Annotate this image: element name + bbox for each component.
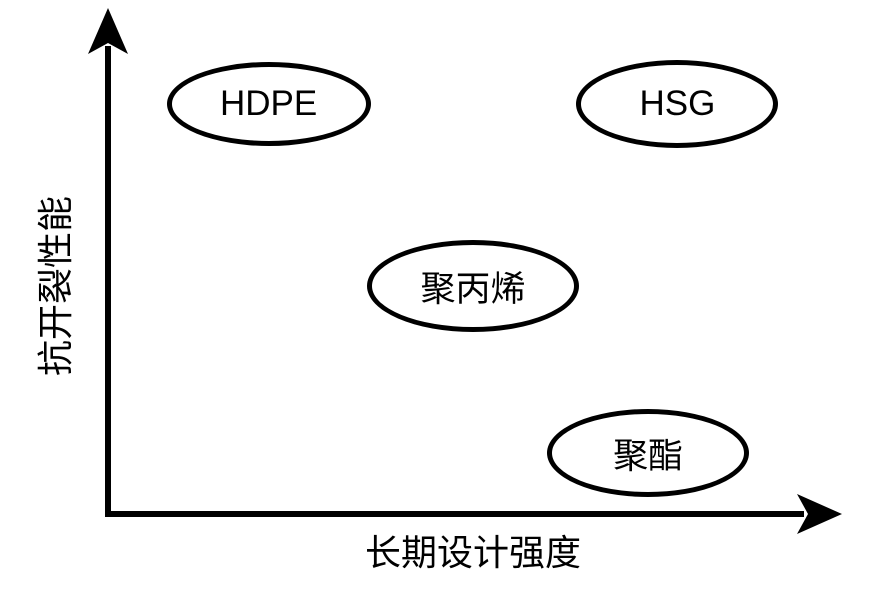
ellipse-label-polyester: 聚酯 xyxy=(613,436,684,476)
y-axis-label: 抗开裂性能 xyxy=(35,195,76,377)
y-axis-arrowhead xyxy=(88,8,128,54)
x-axis-arrowhead xyxy=(797,494,842,534)
x-axis-label: 长期设计强度 xyxy=(364,532,582,573)
ellipse-polypropylene: 聚丙烯 xyxy=(367,240,579,333)
ellipse-label-polypropylene: 聚丙烯 xyxy=(420,269,526,309)
ellipse-label-hdpe: HDPE xyxy=(219,84,318,124)
ellipse-polyester: 聚酯 xyxy=(547,409,750,498)
ellipse-hsg: HSG xyxy=(576,60,779,149)
ellipse-label-hsg: HSG xyxy=(639,84,716,124)
ellipse-hdpe: HDPE xyxy=(166,62,371,147)
